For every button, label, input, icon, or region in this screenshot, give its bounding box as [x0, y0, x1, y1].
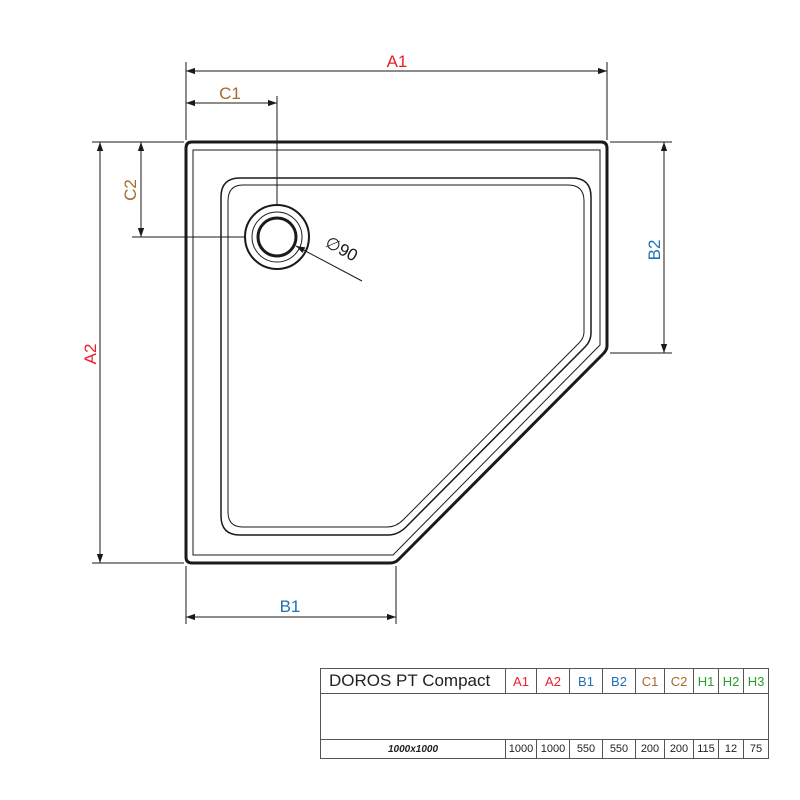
table-blank-cell — [320, 693, 769, 740]
header-h1: H1 — [693, 668, 719, 694]
value-h1: 115 — [693, 739, 719, 759]
tray-basin-outline — [220, 177, 592, 536]
table-row: 1000x1000 1000 1000 550 550 200 200 115 … — [320, 739, 769, 759]
size-cell: 1000x1000 — [320, 739, 506, 759]
header-b2: B2 — [602, 668, 636, 694]
value-c2: 200 — [664, 739, 694, 759]
value-h3: 75 — [743, 739, 769, 759]
header-h2: H2 — [718, 668, 744, 694]
table-blank-row — [320, 693, 769, 740]
a2-label: A2 — [81, 344, 100, 365]
value-b1: 550 — [569, 739, 603, 759]
header-c2: C2 — [664, 668, 694, 694]
drain-mid-ring — [251, 211, 303, 263]
header-b1: B1 — [569, 668, 603, 694]
header-a1: A1 — [505, 668, 537, 694]
header-h3: H3 — [743, 668, 769, 694]
b1-label: B1 — [280, 597, 301, 616]
header-a2: A2 — [536, 668, 570, 694]
tray-outer-inner-line — [192, 149, 601, 556]
c2-label: C2 — [121, 179, 140, 201]
value-h2: 12 — [718, 739, 744, 759]
dimensions-table: DOROS PT Compact A1 A2 B1 B2 C1 C2 H1 H2… — [320, 668, 769, 759]
value-a1: 1000 — [505, 739, 537, 759]
value-c1: 200 — [635, 739, 665, 759]
tray-basin-inner-line — [227, 184, 585, 528]
header-c1: C1 — [635, 668, 665, 694]
diameter-label: ∅90 — [322, 233, 361, 266]
value-a2: 1000 — [536, 739, 570, 759]
c1-label: C1 — [219, 84, 241, 103]
drain-outer-ring — [244, 204, 310, 270]
a1-label: A1 — [387, 52, 408, 71]
tray-outer-outline — [184, 140, 609, 565]
b2-label: B2 — [645, 240, 664, 261]
model-name: DOROS PT Compact — [320, 668, 506, 694]
diameter-leader — [295, 245, 363, 282]
value-b2: 550 — [602, 739, 636, 759]
table-header-row: DOROS PT Compact A1 A2 B1 B2 C1 C2 H1 H2… — [320, 668, 769, 694]
drain-inner-ring — [256, 216, 298, 258]
